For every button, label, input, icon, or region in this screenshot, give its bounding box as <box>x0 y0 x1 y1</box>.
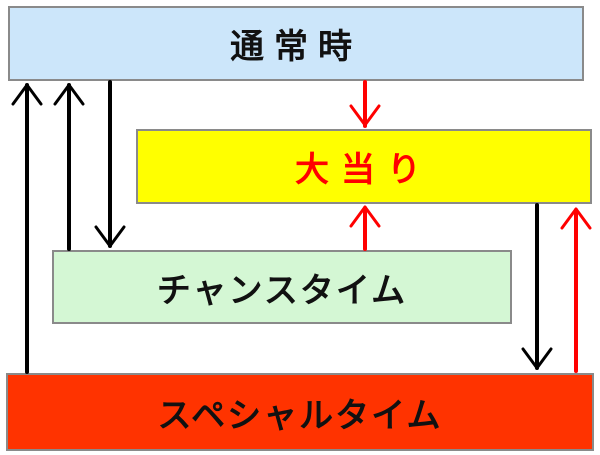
state-special-label: スペシャルタイム <box>157 395 443 436</box>
state-chance: チャンスタイム <box>52 250 512 324</box>
arrow-special-to-normal <box>11 83 43 374</box>
state-chance-label: チャンスタイム <box>156 270 408 311</box>
state-normal: 通常時 <box>8 6 584 81</box>
arrow-jackpot-to-special <box>521 203 553 370</box>
arrow-chance-to-normal <box>53 83 85 251</box>
state-normal-label: 通常時 <box>230 27 362 67</box>
arrow-chance-to-jackpot <box>349 205 381 251</box>
state-special: スペシャルタイム <box>6 373 594 451</box>
arrow-special-to-jackpot <box>560 207 592 373</box>
arrow-normal-to-chance <box>94 80 126 248</box>
state-jackpot-label: 大当り <box>295 150 433 190</box>
arrow-normal-to-jackpot <box>349 80 381 128</box>
state-jackpot: 大当り <box>136 129 592 204</box>
